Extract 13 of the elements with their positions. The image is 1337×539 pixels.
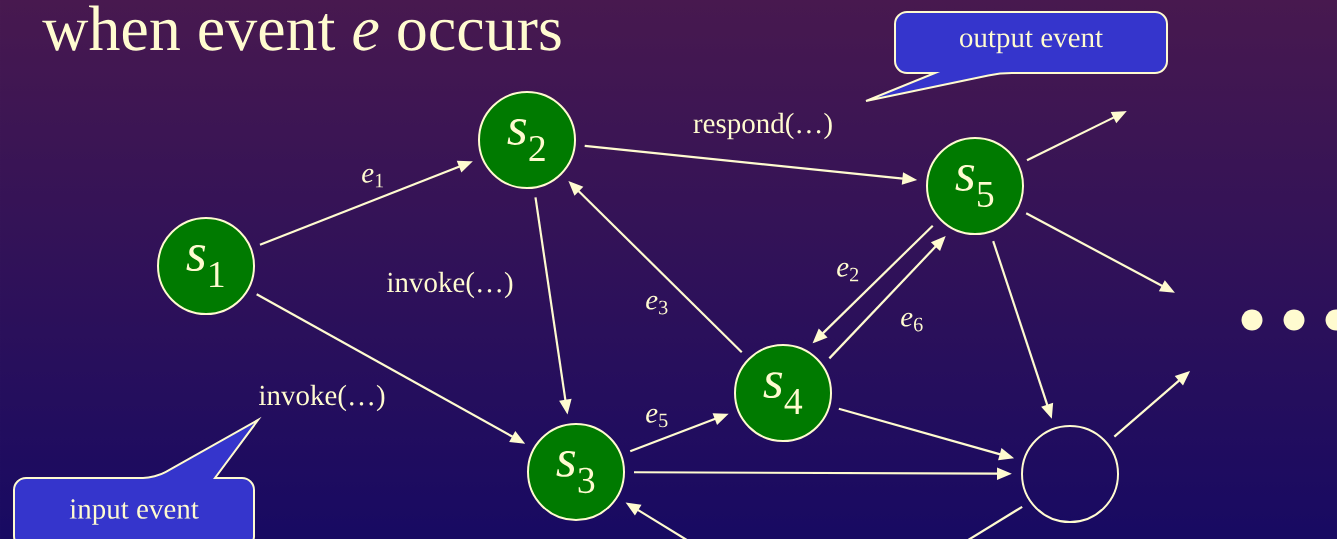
edge-label: e$_{3}$ bbox=[646, 295, 668, 315]
callout-bubble: input event bbox=[13, 419, 259, 539]
edge-label: e$_{2}$ bbox=[837, 262, 859, 282]
callout-bubble: output event bbox=[865, 11, 1168, 102]
edge-label: e$_{6}$ bbox=[901, 312, 923, 332]
edge-label: invoke(…) bbox=[259, 384, 385, 412]
edge-label: e$_{5}$ bbox=[646, 408, 668, 428]
edge-label: e$_{1}$ bbox=[362, 168, 384, 188]
connector-line bbox=[967, 505, 1023, 539]
title: when event e occurs bbox=[42, 5, 561, 51]
empty-circle bbox=[1021, 425, 1119, 523]
edge-label: respond(…) bbox=[693, 112, 832, 140]
edge-label: invoke(…) bbox=[387, 271, 513, 299]
